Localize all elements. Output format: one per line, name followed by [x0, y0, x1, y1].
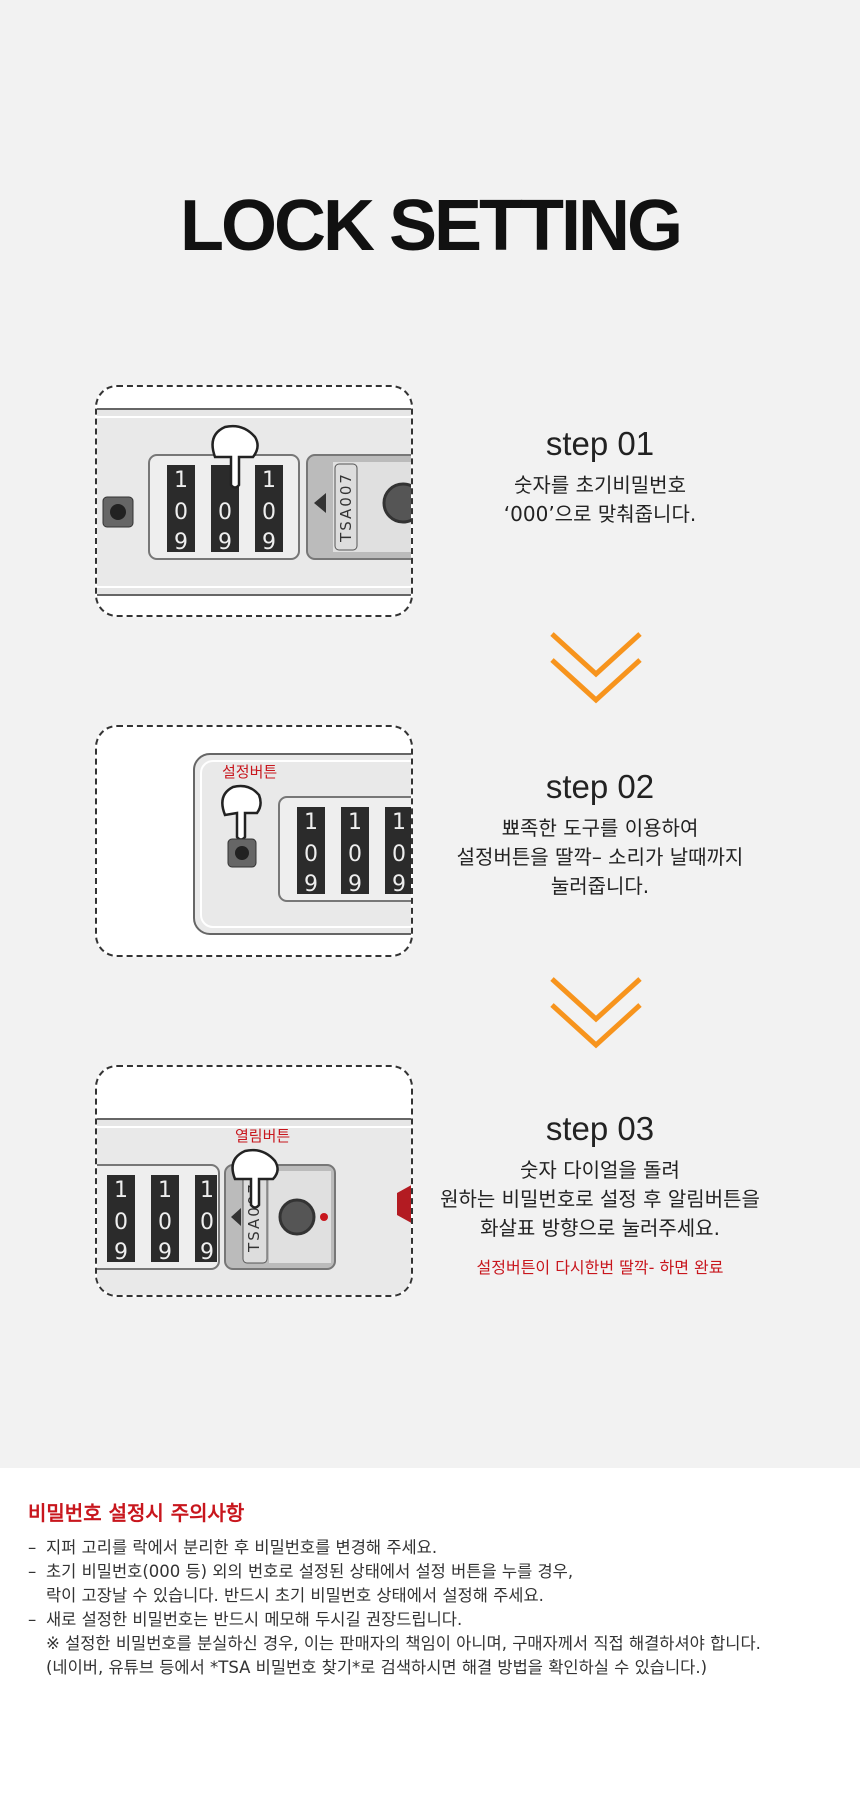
- caution-notes: 비밀번호 설정시 주의사항 지퍼 고리를 락에서 분리한 후 비밀번호를 변경해…: [28, 1497, 848, 1680]
- svg-text:1: 1: [262, 468, 276, 493]
- svg-text:0: 0: [262, 500, 276, 525]
- svg-text:0: 0: [114, 1210, 128, 1235]
- svg-text:0: 0: [158, 1210, 172, 1235]
- svg-text:1: 1: [158, 1178, 172, 1203]
- svg-text:1: 1: [304, 810, 318, 835]
- svg-text:9: 9: [200, 1240, 214, 1265]
- svg-text:0: 0: [200, 1210, 214, 1235]
- svg-text:9: 9: [392, 872, 406, 897]
- note-item: 지퍼 고리를 락에서 분리한 후 비밀번호를 변경해 주세요.: [28, 1536, 848, 1560]
- svg-text:1: 1: [114, 1178, 128, 1203]
- svg-text:1: 1: [174, 468, 188, 493]
- step2-line: 설정버튼을 딸깍– 소리가 날때까지: [456, 845, 744, 869]
- note-item: 새로 설정한 비밀번호는 반드시 메모해 두시길 권장드립니다.: [28, 1608, 848, 1632]
- hand-pointer-icon: [231, 1148, 279, 1209]
- note-item: 초기 비밀번호(000 등) 외의 번호로 설정된 상태에서 설정 버튼을 누를…: [28, 1560, 848, 1584]
- step1-heading: step 01: [545, 425, 655, 462]
- step3-note: 설정버튼이 다시한번 딸깍- 하면 완료: [476, 1258, 724, 1277]
- svg-text:9: 9: [158, 1240, 172, 1265]
- chevron-down-icon: [550, 977, 642, 1049]
- note-item: (네이버, 유튜브 등에서 *TSA 비밀번호 찾기*로 검색하시면 해결 방법…: [46, 1658, 708, 1677]
- notes-title: 비밀번호 설정시 주의사항: [28, 1501, 245, 1525]
- step3-heading: step 03: [545, 1110, 655, 1147]
- svg-text:9: 9: [262, 530, 276, 555]
- step3-line: 숫자 다이얼을 돌려: [520, 1158, 680, 1182]
- svg-text:9: 9: [348, 872, 362, 897]
- step2-line: 눌러줍니다.: [550, 874, 650, 898]
- svg-text:1: 1: [392, 810, 406, 835]
- step1-text: step 01 숫자를 초기비밀번호 ‘000’으로 맞춰줍니다.: [420, 425, 780, 529]
- svg-text:0: 0: [174, 500, 188, 525]
- step3-line: 원하는 비밀번호로 설정 후 알림버튼을: [440, 1187, 760, 1211]
- note-item: ※ 설정한 비밀번호를 분실하신 경우, 이는 판매자의 책임이 아니며, 구매…: [46, 1634, 761, 1653]
- brand-logo-icon: [397, 1185, 411, 1223]
- page-title: LOCK SETTING: [180, 186, 683, 266]
- svg-text:0: 0: [392, 842, 406, 867]
- step1-illustration: 1 0 9 0 9 1 0 9 TSA007: [95, 385, 413, 617]
- svg-text:0: 0: [218, 500, 232, 525]
- keyhole-icon: [278, 1198, 316, 1236]
- step2-line: 뾰족한 도구를 이용하여: [501, 816, 699, 840]
- step1-line: ‘000’으로 맞춰줍니다.: [503, 502, 697, 526]
- svg-text:0: 0: [348, 842, 362, 867]
- step2-illustration: 설정버튼 1 0 9 1 0 9 1 0 9: [95, 725, 413, 957]
- note-item: 락이 고장날 수 있습니다. 반드시 초기 비밀번호 상태에서 설정해 주세요.: [46, 1586, 544, 1605]
- setting-button-label: 설정버튼: [222, 763, 277, 781]
- step2-heading: step 02: [545, 768, 655, 805]
- svg-text:TSA007: TSA007: [337, 472, 355, 543]
- svg-text:0: 0: [304, 842, 318, 867]
- svg-text:9: 9: [114, 1240, 128, 1265]
- open-button-label: 열림버튼: [235, 1127, 290, 1145]
- chevron-down-icon: [550, 632, 642, 704]
- hand-pointer-icon: [211, 424, 259, 489]
- step3-line: 화살표 방향으로 눌러주세요.: [480, 1216, 720, 1240]
- step1-line: 숫자를 초기비밀번호: [514, 473, 686, 497]
- keyhole-icon: [382, 482, 411, 524]
- step3-text: step 03 숫자 다이얼을 돌려 원하는 비밀번호로 설정 후 알림버튼을 …: [420, 1110, 780, 1282]
- svg-text:9: 9: [304, 872, 318, 897]
- svg-text:1: 1: [348, 810, 362, 835]
- svg-text:9: 9: [218, 530, 232, 555]
- step2-text: step 02 뾰족한 도구를 이용하여 설정버튼을 딸깍– 소리가 날때까지 …: [420, 768, 780, 901]
- svg-text:1: 1: [200, 1178, 214, 1203]
- svg-text:9: 9: [174, 530, 188, 555]
